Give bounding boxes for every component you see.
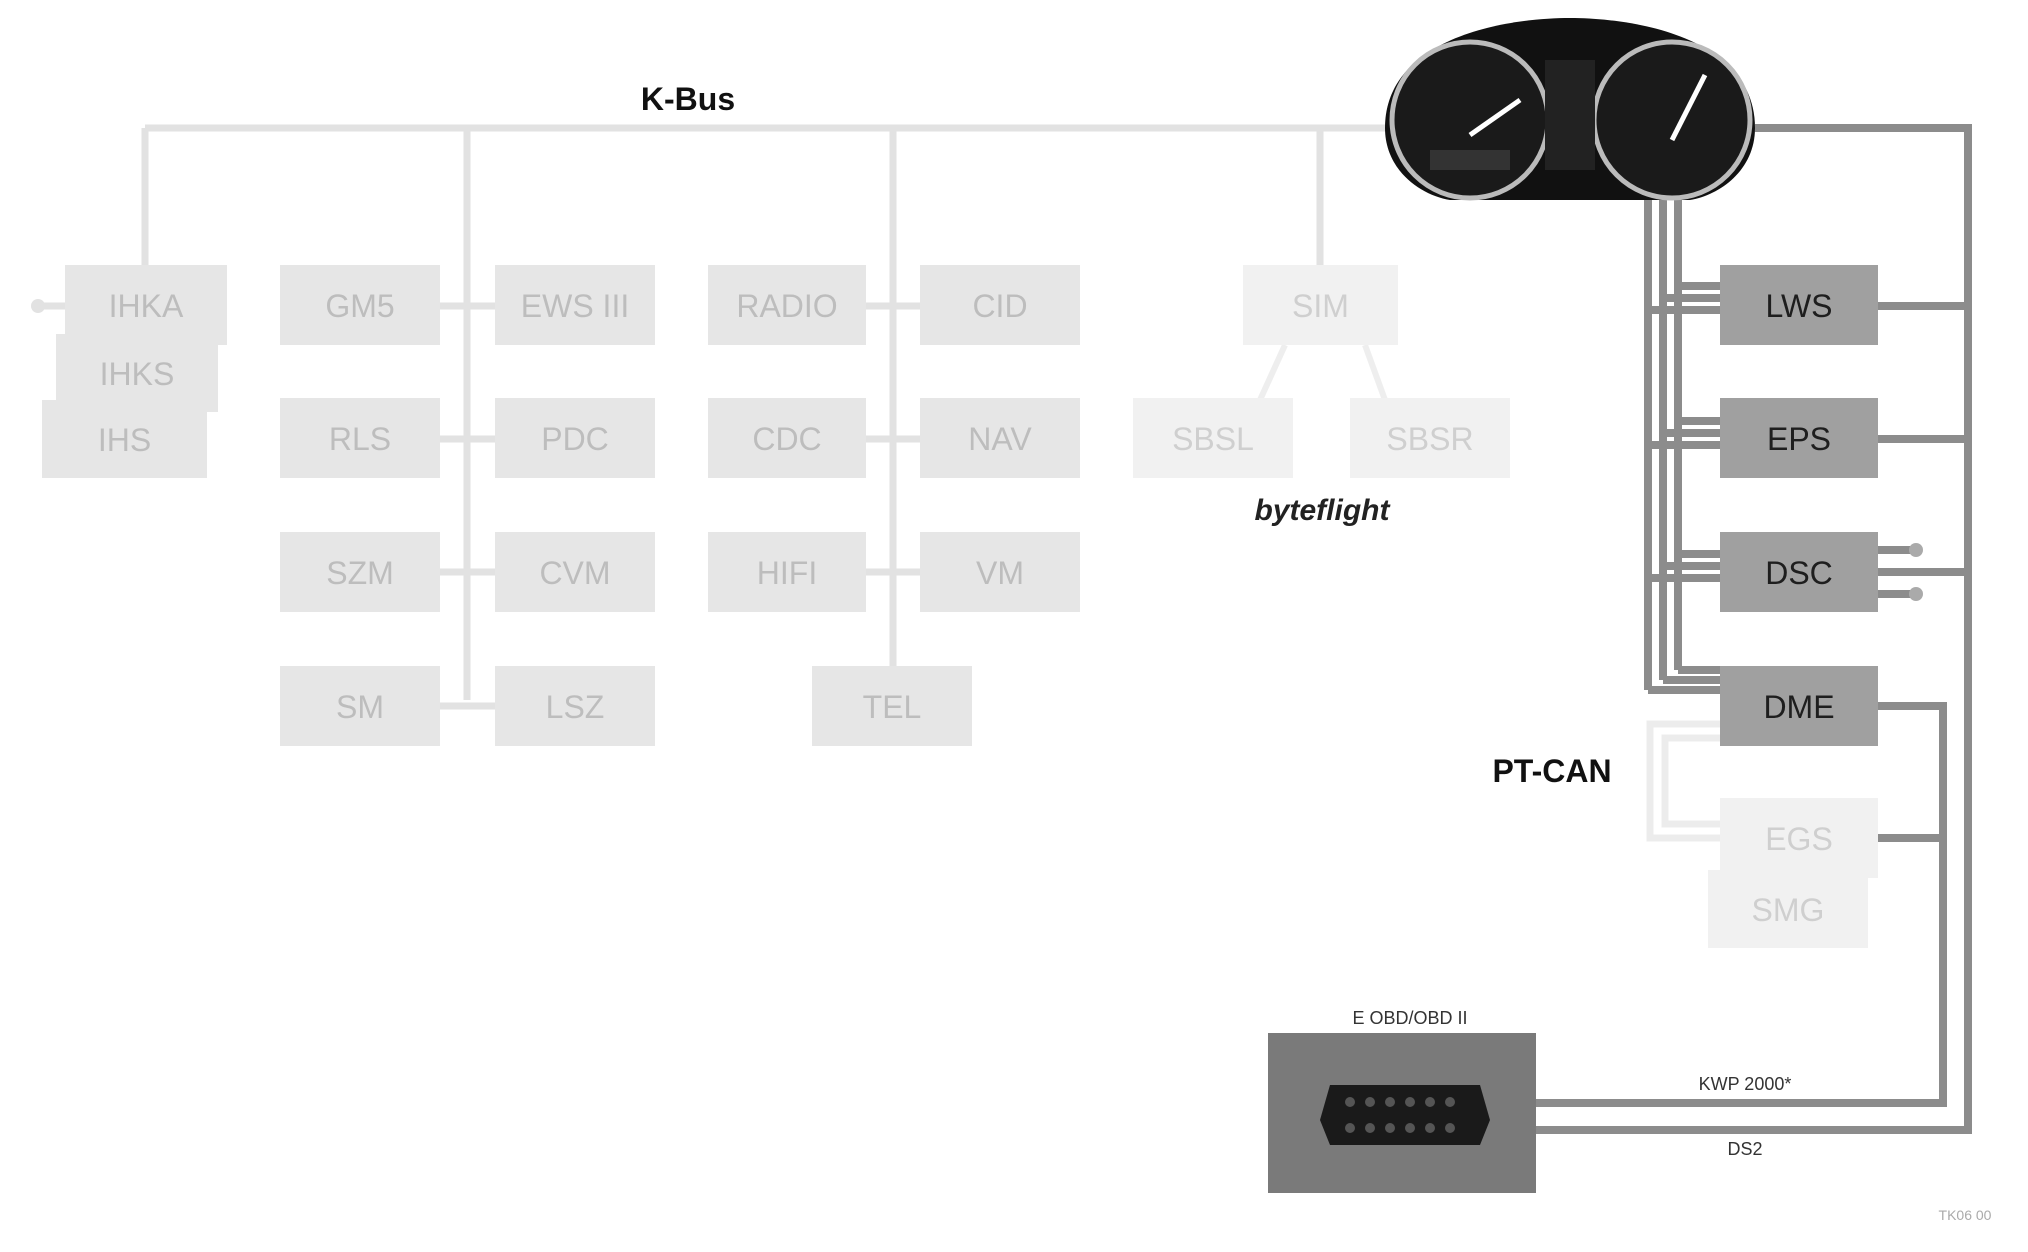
module-radio-box xyxy=(708,265,866,345)
module-boxes: IHS IHKS IHKA GM5 EWS III RLS PDC SZM CVM SM LSZ RA… xyxy=(42,265,1878,948)
module-tel-label: TEL xyxy=(863,689,922,725)
module-nav: NAV xyxy=(920,398,1080,478)
module-ihs-box xyxy=(42,400,207,478)
module-egs-label: EGS xyxy=(1765,821,1833,857)
module-eps-box xyxy=(1720,398,1878,478)
byteflight-label: byteflight xyxy=(1255,494,1392,527)
dsc-sensor-terminal-1 xyxy=(1909,543,1923,557)
module-sbsr-box xyxy=(1350,398,1510,478)
module-sbsl-box xyxy=(1133,398,1293,478)
module-cdc-label: CDC xyxy=(752,421,821,457)
module-ihks: IHKS xyxy=(56,334,218,412)
module-lsz-label: LSZ xyxy=(546,689,605,725)
module-gm5-label: GM5 xyxy=(325,288,394,324)
module-dme: DME xyxy=(1720,666,1878,746)
egs-faded-lines xyxy=(1646,720,1720,842)
module-pdc-label: PDC xyxy=(541,421,609,457)
module-dsc-label: DSC xyxy=(1765,555,1833,591)
dsc-sensor-terminal-2 xyxy=(1909,587,1923,601)
module-smg-box xyxy=(1708,870,1868,948)
module-lws: LWS xyxy=(1720,265,1878,345)
module-sim: SIM xyxy=(1243,265,1398,345)
module-sim-label: SIM xyxy=(1292,288,1349,324)
module-szm-box xyxy=(280,532,440,612)
module-pdc: PDC xyxy=(495,398,655,478)
module-ews-box xyxy=(495,265,655,345)
module-dme-label: DME xyxy=(1763,689,1834,725)
module-gm5: GM5 xyxy=(280,265,440,345)
module-ihs: IHS xyxy=(42,400,207,478)
module-cdc-box xyxy=(708,398,866,478)
module-vm-label: VM xyxy=(976,555,1024,591)
module-smg: SMG xyxy=(1708,870,1868,948)
module-lsz: LSZ xyxy=(495,666,655,746)
module-nav-label: NAV xyxy=(968,421,1032,457)
module-sim-box xyxy=(1243,265,1398,345)
module-ihks-box xyxy=(56,334,218,412)
module-rls-label: RLS xyxy=(329,421,391,457)
module-ihka-label: IHKA xyxy=(109,288,184,324)
module-szm-label: SZM xyxy=(326,555,394,591)
module-sm: SM xyxy=(280,666,440,746)
instrument-cluster-icon xyxy=(1385,18,1755,201)
module-lsz-box xyxy=(495,666,655,746)
kbus-label: K-Bus xyxy=(641,81,735,117)
module-ihka: IHKA xyxy=(65,265,227,345)
module-cdc: CDC xyxy=(708,398,866,478)
module-egs: EGS xyxy=(1720,798,1878,878)
module-cid: CID xyxy=(920,265,1080,345)
module-cvm-label: CVM xyxy=(539,555,610,591)
module-radio: RADIO xyxy=(708,265,866,345)
module-gm5-box xyxy=(280,265,440,345)
module-tel-box xyxy=(812,666,972,746)
module-eps: EPS xyxy=(1720,398,1878,478)
module-lws-label: LWS xyxy=(1766,288,1833,324)
module-cid-box xyxy=(920,265,1080,345)
module-ews: EWS III xyxy=(495,265,655,345)
figure-code: TK06 00 xyxy=(1939,1207,1992,1223)
module-dsc: DSC xyxy=(1720,532,1878,612)
module-nav-box xyxy=(920,398,1080,478)
obd-connector-icon xyxy=(1268,1033,1536,1193)
module-lws-box xyxy=(1720,265,1878,345)
ihka-terminal xyxy=(31,299,45,313)
module-dsc-box xyxy=(1720,532,1878,612)
module-ihs-label: IHS xyxy=(98,422,151,458)
module-hifi-label: HIFI xyxy=(757,555,817,591)
kwp-label: KWP 2000* xyxy=(1699,1074,1792,1094)
module-vm: VM xyxy=(920,532,1080,612)
module-eps-label: EPS xyxy=(1767,421,1831,457)
module-sm-box xyxy=(280,666,440,746)
module-sbsl: SBSL xyxy=(1133,398,1293,478)
module-hifi: HIFI xyxy=(708,532,866,612)
obd-title: E OBD/OBD II xyxy=(1352,1008,1467,1028)
module-dme-box xyxy=(1720,666,1878,746)
module-tel: TEL xyxy=(812,666,972,746)
module-sm-label: SM xyxy=(336,689,384,725)
module-ihka-box xyxy=(65,265,227,345)
kbus-lines xyxy=(38,124,1390,710)
module-szm: SZM xyxy=(280,532,440,612)
module-ihks-label: IHKS xyxy=(100,356,175,392)
module-cvm-box xyxy=(495,532,655,612)
module-radio-label: RADIO xyxy=(736,288,837,324)
module-egs-box xyxy=(1720,798,1878,878)
module-pdc-box xyxy=(495,398,655,478)
module-sbsr-label: SBSR xyxy=(1386,421,1473,457)
module-cvm: CVM xyxy=(495,532,655,612)
module-cid-label: CID xyxy=(972,288,1027,324)
module-ews-label: EWS III xyxy=(521,288,629,324)
module-rls-box xyxy=(280,398,440,478)
module-hifi-box xyxy=(708,532,866,612)
module-vm-box xyxy=(920,532,1080,612)
module-sbsl-label: SBSL xyxy=(1172,421,1254,457)
module-smg-label: SMG xyxy=(1752,892,1825,928)
ds2-label: DS2 xyxy=(1727,1139,1762,1159)
module-sbsr: SBSR xyxy=(1350,398,1510,478)
module-rls: RLS xyxy=(280,398,440,478)
ptcan-label: PT-CAN xyxy=(1492,753,1611,789)
byteflight-lines xyxy=(1257,343,1388,402)
ptcan-lines xyxy=(1535,124,1972,1134)
